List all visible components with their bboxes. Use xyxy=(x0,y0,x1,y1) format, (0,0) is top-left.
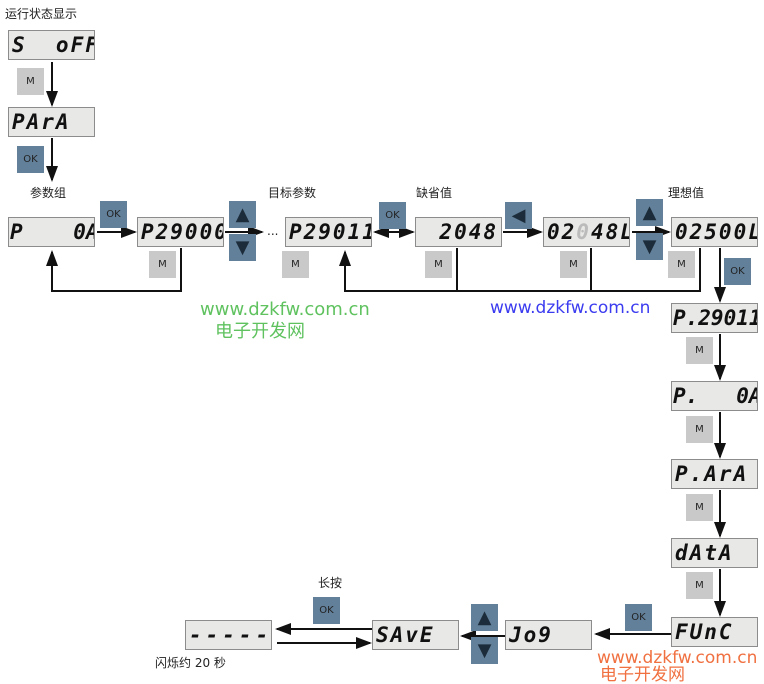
m-button[interactable]: M xyxy=(686,337,713,364)
display-para: PArA xyxy=(8,107,95,137)
display-data: dAtA xyxy=(671,538,758,568)
default-value-label: 缺省值 xyxy=(416,186,453,200)
ideal-value-label: 理想值 xyxy=(668,186,705,200)
display-func: FUnC xyxy=(671,617,758,647)
digits-right: 48L xyxy=(590,220,629,244)
display-pd-0a: P. 0A xyxy=(671,381,758,411)
display-2048: 2048 xyxy=(415,217,502,247)
m-button[interactable]: M xyxy=(560,251,587,278)
down-arrow-button[interactable]: ▼ xyxy=(229,234,256,261)
watermark-green-name: 电子开发网 xyxy=(215,321,305,342)
display-jog: Jo9 xyxy=(505,620,592,650)
watermark-orange-name: 电子开发网 xyxy=(600,665,685,684)
display-02048-edit: 02048L xyxy=(543,217,630,247)
display-pd29011: P.29011 xyxy=(671,303,758,333)
watermark-green-url: www.dzkfw.com.cn xyxy=(200,299,370,320)
display-p29000: P29000 xyxy=(137,217,224,247)
display-p29011: P29011 xyxy=(285,217,372,247)
down-arrow-button[interactable]: ▼ xyxy=(471,637,498,664)
display-pdara: P.ArA xyxy=(671,459,758,489)
m-button[interactable]: M xyxy=(149,251,176,278)
display-save: SAvE xyxy=(372,620,459,650)
watermark-orange-url: www.dzkfw.com.cn xyxy=(597,648,758,668)
target-param-label: 目标参数 xyxy=(268,186,317,200)
ellipsis: ... xyxy=(267,224,279,238)
up-arrow-button[interactable]: ▲ xyxy=(636,199,663,226)
display-dashes: ------ xyxy=(185,620,272,650)
up-arrow-button[interactable]: ▲ xyxy=(229,201,256,228)
ok-button[interactable]: OK xyxy=(313,597,340,624)
digit-cursor: 0 xyxy=(576,220,591,244)
ok-button[interactable]: OK xyxy=(625,604,652,631)
ok-button[interactable]: OK xyxy=(100,201,127,228)
display-s-off: S oFF xyxy=(8,30,95,60)
digits-left: 02 xyxy=(547,220,577,244)
display-p-0a: P 0A xyxy=(8,217,95,247)
left-arrow-button[interactable]: ◀ xyxy=(505,202,532,229)
up-arrow-button[interactable]: ▲ xyxy=(471,604,498,631)
m-button[interactable]: M xyxy=(17,68,44,95)
display-02500: 02500L xyxy=(671,217,758,247)
blink-label: 闪烁约 20 秒 xyxy=(155,656,226,670)
m-button[interactable]: M xyxy=(282,251,309,278)
long-press-label: 长按 xyxy=(318,576,343,590)
m-button[interactable]: M xyxy=(425,251,452,278)
m-button[interactable]: M xyxy=(668,251,695,278)
param-group-label: 参数组 xyxy=(30,186,67,200)
ok-button[interactable]: OK xyxy=(724,258,751,285)
ok-button[interactable]: OK xyxy=(379,202,406,229)
m-button[interactable]: M xyxy=(686,572,713,599)
ok-button[interactable]: OK xyxy=(17,146,44,173)
m-button[interactable]: M xyxy=(686,416,713,443)
run-status-label: 运行状态显示 xyxy=(5,7,78,21)
watermark-blue-url: www.dzkfw.com.cn xyxy=(490,298,651,318)
m-button[interactable]: M xyxy=(686,494,713,521)
down-arrow-button[interactable]: ▼ xyxy=(636,233,663,260)
